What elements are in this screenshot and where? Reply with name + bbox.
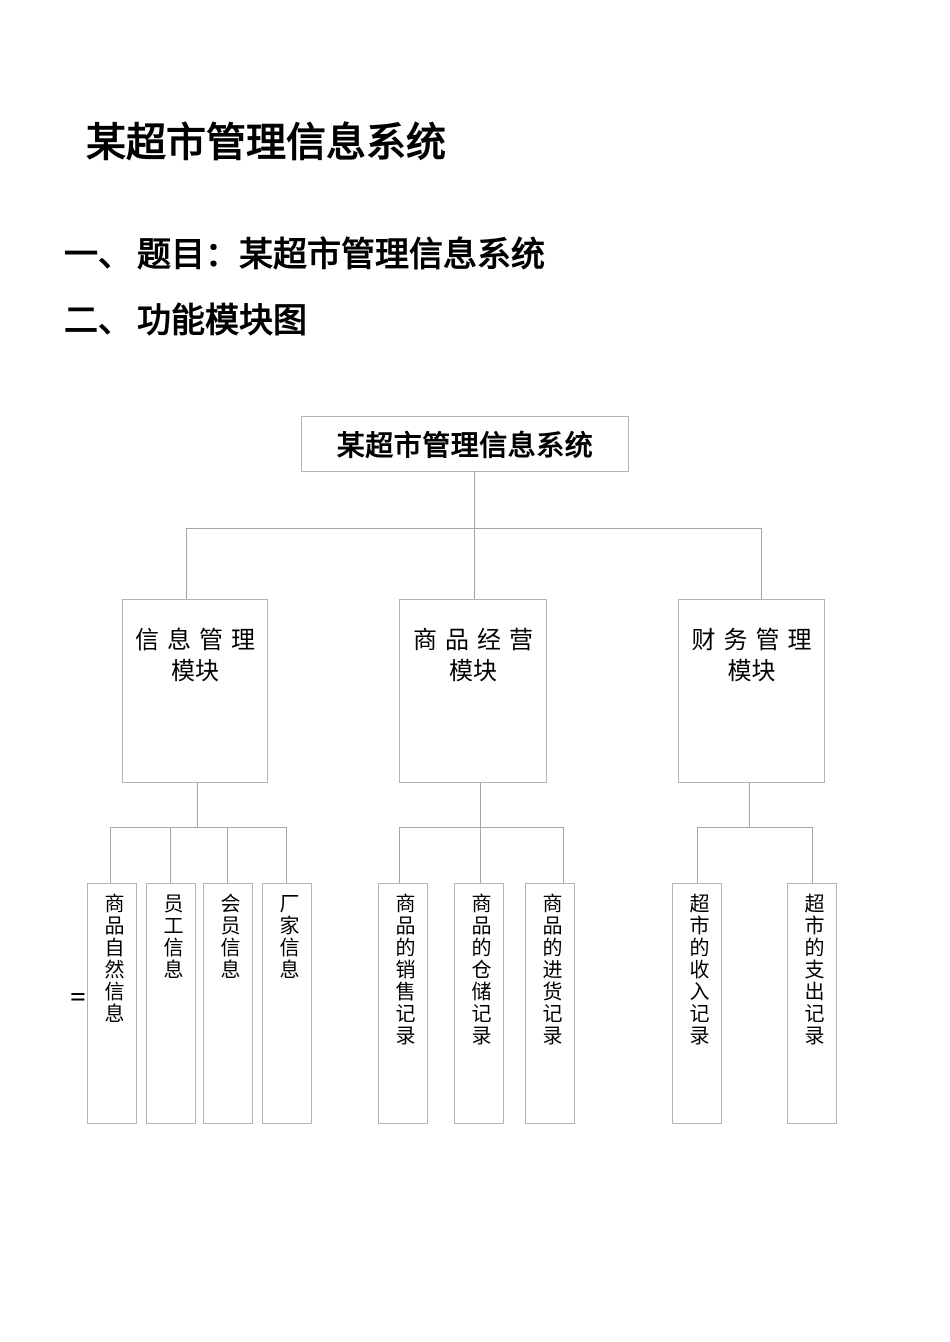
connector-info-drop-1 [110, 827, 111, 883]
connector-level1-drop-goods [474, 528, 475, 599]
section-1-marker: 一、 [64, 237, 132, 274]
connector-goods-drop-1 [399, 827, 400, 883]
connector-goods-drop-2 [480, 827, 481, 883]
module-node-goods: 商品经营 模块 [399, 599, 547, 783]
section-2-marker: 二、 [64, 303, 132, 340]
leaf-node-purchase-record: 商品的进货记录 [525, 883, 575, 1124]
leaf-node-storage-record: 商品的仓储记录 [454, 883, 504, 1124]
module-node-finance: 财务管理 模块 [678, 599, 825, 783]
leaf-node-income-record: 超市的收入记录 [672, 883, 722, 1124]
connector-goods-stem [480, 783, 481, 827]
module-goods-label-line2: 模块 [449, 659, 497, 685]
leaf-label: 员工信息 [160, 893, 182, 981]
module-finance-label-line1: 财务管理 [691, 628, 820, 654]
section-1-text: 题目：某超市管理信息系统 [137, 237, 545, 274]
leaf-label: 会员信息 [217, 893, 239, 981]
root-node-label: 某超市管理信息系统 [336, 431, 594, 462]
connector-goods-drop-3 [563, 827, 564, 883]
module-node-info: 信息管理 模块 [122, 599, 268, 783]
leaf-node-member-info: 会员信息 [203, 883, 253, 1124]
module-finance-label-line2: 模块 [727, 659, 776, 685]
section-heading-1: 一、题目：某超市管理信息系统 [64, 239, 545, 273]
module-info-label-line2: 模块 [171, 659, 219, 685]
leaf-label: 厂家信息 [276, 893, 298, 981]
section-heading-2: 二、功能模块图 [64, 305, 307, 339]
leaf-label: 商品的销售记录 [392, 893, 414, 1047]
connector-info-stem [197, 783, 198, 827]
leaf-label: 商品的进货记录 [539, 893, 561, 1047]
connector-info-drop-4 [286, 827, 287, 883]
leaf-node-supplier-info: 厂家信息 [262, 883, 312, 1124]
connector-goods-bar [399, 827, 563, 828]
diagram-root-node: 某超市管理信息系统 [301, 416, 629, 472]
leaf-label: 商品的仓储记录 [468, 893, 490, 1047]
leaf-node-product-info: 商品自然信息 [87, 883, 137, 1124]
leaf-label: 超市的收入记录 [686, 893, 708, 1047]
connector-level1-drop-info [186, 528, 187, 599]
module-goods-label-line1: 商品经营 [413, 628, 541, 654]
connector-finance-stem [749, 783, 750, 827]
connector-finance-bar [697, 827, 813, 828]
leaf-node-employee-info: 员工信息 [146, 883, 196, 1124]
connector-root-stem [474, 471, 475, 528]
leaf-label: 超市的支出记录 [801, 893, 823, 1047]
leaf-node-sales-record: 商品的销售记录 [378, 883, 428, 1124]
module-info-label-line1: 信息管理 [135, 628, 263, 654]
stray-equals-mark: = [70, 982, 86, 1013]
connector-info-drop-2 [170, 827, 171, 883]
connector-finance-drop-2 [812, 827, 813, 883]
connector-finance-drop-1 [697, 827, 698, 883]
leaf-node-expense-record: 超市的支出记录 [787, 883, 837, 1124]
connector-level1-drop-finance [761, 528, 762, 599]
connector-info-bar [110, 827, 287, 828]
leaf-label: 商品自然信息 [101, 893, 123, 1025]
section-2-text: 功能模块图 [137, 303, 307, 340]
document-title: 某超市管理信息系统 [86, 120, 446, 165]
connector-info-drop-3 [227, 827, 228, 883]
